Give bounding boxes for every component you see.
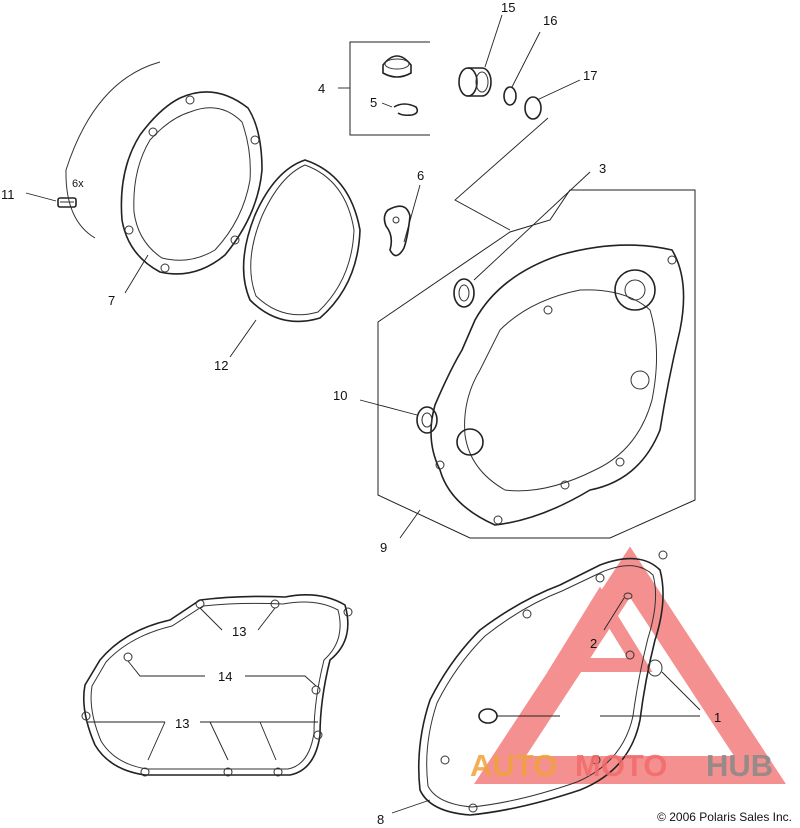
watermark-hub: HUB <box>706 748 773 783</box>
seal-10-icon <box>416 406 438 434</box>
callout-8: 8 <box>377 812 384 827</box>
callout-11: 11 <box>1 187 15 202</box>
bracket-6-icon <box>383 205 411 257</box>
callout-17: 17 <box>583 68 597 83</box>
o-ring-16-icon <box>503 86 517 106</box>
watermark-auto: AUTO <box>470 748 557 783</box>
gasket-12-icon <box>242 159 361 323</box>
callout-12: 12 <box>214 358 228 373</box>
drain-plug-icon <box>382 55 412 78</box>
callout-14: 14 <box>218 669 232 684</box>
bolt-11-icon <box>57 197 77 208</box>
callout-16: 16 <box>543 13 557 28</box>
callout-4: 4 <box>318 81 325 96</box>
copyright-notice: © 2006 Polaris Sales Inc. <box>657 810 792 824</box>
part-4-group-box <box>338 41 430 136</box>
snap-ring-17-icon <box>524 96 542 120</box>
dowel-pin-2-icon <box>623 592 633 600</box>
callout-labels: 1 2 3 4 5 6 7 8 9 10 11 12 13 13 14 15 1… <box>1 0 721 827</box>
callout-15: 15 <box>501 0 515 15</box>
callout-6: 6 <box>417 168 424 183</box>
seal-3-icon <box>453 278 475 308</box>
callout-13-top: 13 <box>232 624 246 639</box>
watermark-logo <box>474 546 786 784</box>
callout-3: 3 <box>599 161 606 176</box>
crankcase-cover-9-icon <box>430 244 685 526</box>
quantity-6x: 6x <box>72 178 84 190</box>
callout-1: 1 <box>714 710 721 725</box>
callout-13-bottom: 13 <box>175 716 189 731</box>
callout-7: 7 <box>108 293 115 308</box>
watermark-text: AUTO MOTO HUB <box>470 748 773 783</box>
callout-10: 10 <box>333 388 347 403</box>
callout-5: 5 <box>370 95 377 110</box>
watermark-moto: MOTO <box>575 748 667 783</box>
part-9-frame <box>377 189 696 539</box>
o-ring-5-icon <box>393 103 419 117</box>
gasket-13-14-icon <box>81 594 353 777</box>
callout-9: 9 <box>380 540 387 555</box>
seal-15-icon <box>458 67 492 97</box>
callout-2: 2 <box>590 636 597 651</box>
clutch-cover-7-icon <box>120 91 263 275</box>
gasket-8-icon <box>417 550 668 816</box>
